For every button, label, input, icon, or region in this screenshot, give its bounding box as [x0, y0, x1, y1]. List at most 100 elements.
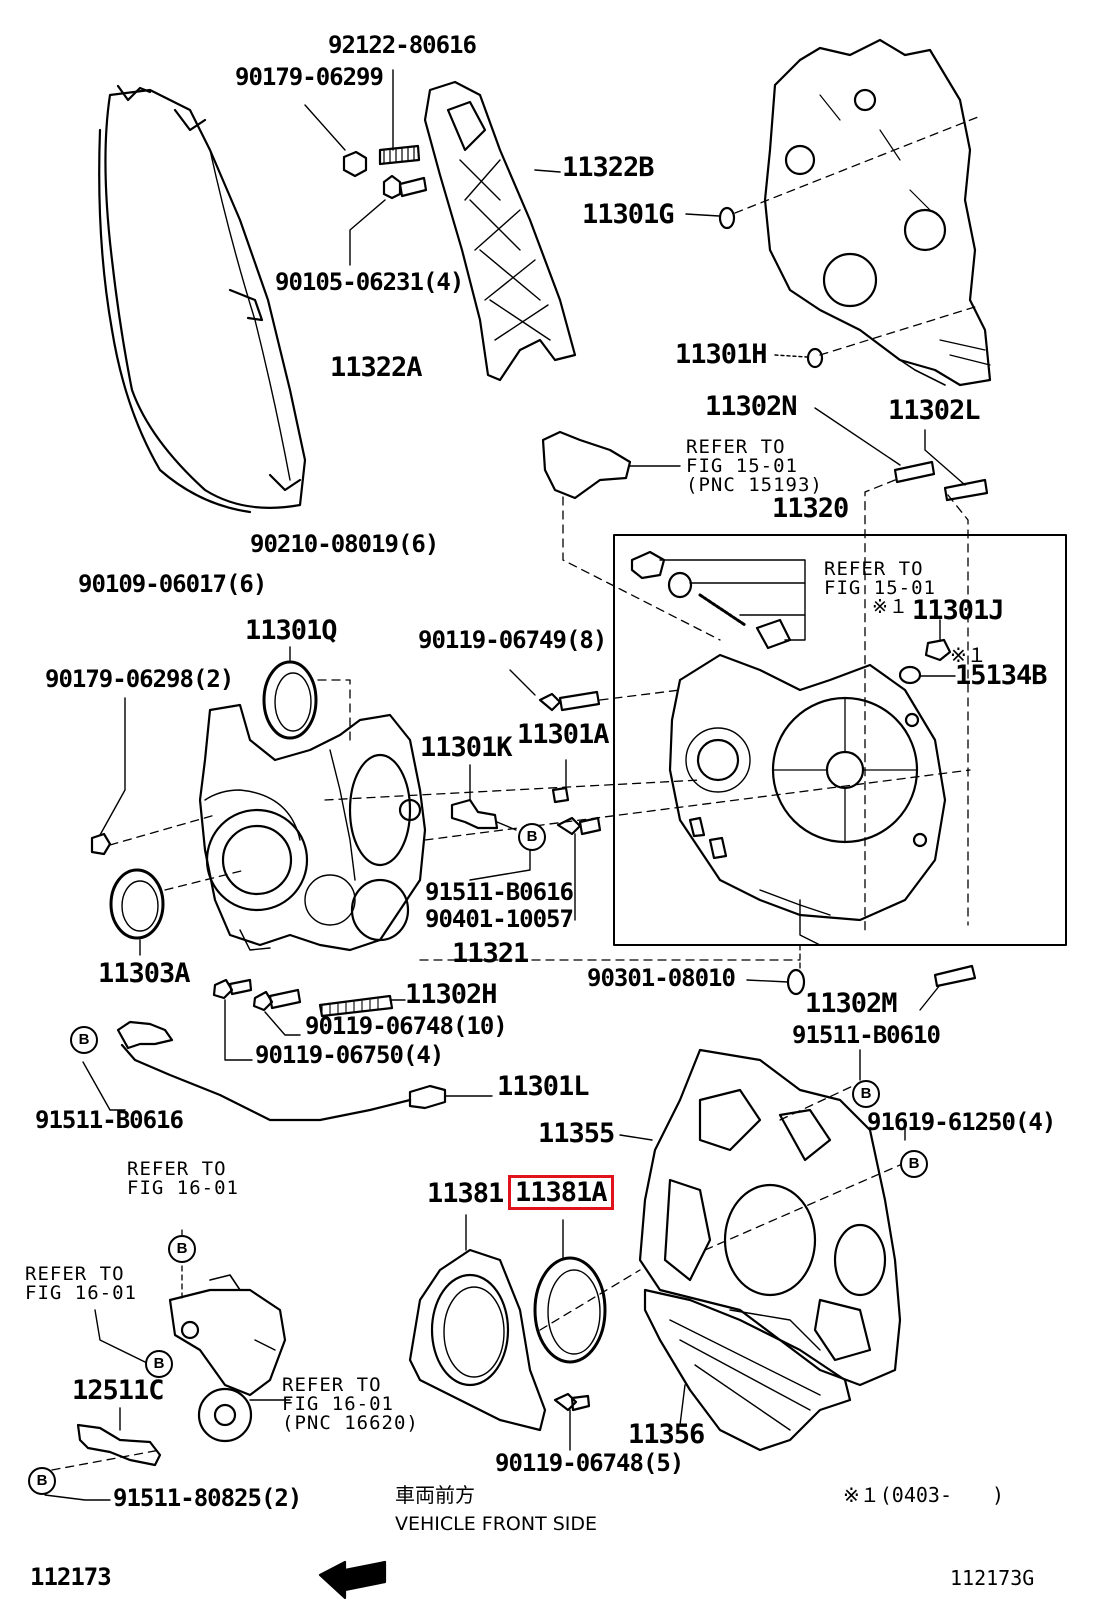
label-91511-b0616-sensor[interactable]: 91511-B0616: [35, 1106, 184, 1134]
nut-90179-06298: [90, 832, 112, 856]
refer-line: FIG 16-01: [25, 1282, 137, 1304]
hardware-top: [304, 69, 428, 266]
o-ring-11301g: [718, 206, 736, 230]
vehicle-front-jp: 車両前方: [395, 1483, 475, 1507]
engine-block: [734, 38, 992, 387]
bolt-90401-10057: [556, 816, 602, 836]
refer-fig-16-01-pnc-16620[interactable]: REFER TO FIG 16-01 (PNC 16620): [282, 1376, 419, 1433]
refer-fig-16-01-top[interactable]: REFER TO FIG 16-01: [127, 1160, 239, 1198]
label-11301l[interactable]: 11301L: [497, 1071, 590, 1102]
refer-line: REFER TO: [282, 1374, 382, 1396]
bolt-90119-06748-5: [553, 1392, 591, 1412]
label-90401-10057[interactable]: 90401-10057: [425, 905, 574, 933]
stud-11302h: [318, 994, 394, 1018]
refer-fig-15-01-pnc-15193[interactable]: REFER TO FIG 15-01 (PNC 15193): [686, 438, 823, 495]
refer-line: ※１: [872, 596, 909, 618]
bolt-90119-06750: [212, 978, 253, 1000]
gasket-ref-15193: [541, 430, 632, 500]
label-11301j[interactable]: 11301J: [912, 595, 1005, 626]
refer-fig-16-01-left[interactable]: REFER TO FIG 16-01: [25, 1265, 137, 1303]
label-11301g[interactable]: 11301G: [582, 199, 675, 230]
label-11301q[interactable]: 11301Q: [245, 615, 338, 646]
label-90301-08010[interactable]: 90301-08010: [587, 964, 736, 992]
refer-fig-15-01-relief[interactable]: REFER TO FIG 15-01 ※１: [824, 560, 936, 617]
stud-11302m: [933, 964, 977, 988]
figure-code-left: 112173: [30, 1563, 112, 1591]
marker-b: B: [852, 1080, 880, 1108]
stud-11302n: [893, 460, 936, 484]
label-11320[interactable]: 11320: [772, 493, 849, 524]
refer-line: REFER TO: [25, 1263, 125, 1285]
label-90210-08019[interactable]: 90210-08019(6): [250, 530, 439, 558]
bolt-90119-06748-10: [252, 988, 302, 1012]
refer-line: FIG 16-01: [282, 1393, 394, 1415]
label-90179-06299[interactable]: 90179-06299: [235, 63, 384, 91]
marker-b: B: [145, 1350, 173, 1378]
label-11301a[interactable]: 11301A: [517, 719, 610, 750]
label-90119-06748-5[interactable]: 90119-06748(5): [495, 1449, 684, 1477]
label-91511-b0616[interactable]: 91511-B0616: [425, 878, 574, 906]
marker-b: B: [518, 823, 546, 851]
front-arrow-icon: [318, 1560, 387, 1600]
label-11355[interactable]: 11355: [538, 1118, 615, 1149]
refer-line: REFER TO: [127, 1158, 227, 1180]
label-90119-06749[interactable]: 90119-06749(8): [418, 626, 607, 654]
label-90119-06748-10[interactable]: 90119-06748(10): [305, 1012, 508, 1040]
sensor-11301k: [450, 798, 499, 830]
label-11301h[interactable]: 11301H: [675, 339, 768, 370]
label-90179-06298[interactable]: 90179-06298(2): [45, 665, 234, 693]
timing-chain-cover: [198, 703, 427, 952]
label-11322a[interactable]: 11322A: [330, 352, 423, 383]
refer-line: FIG 15-01: [686, 455, 798, 477]
label-90119-06750[interactable]: 90119-06750(4): [255, 1041, 444, 1069]
label-11356[interactable]: 11356: [628, 1419, 705, 1450]
label-12511c[interactable]: 12511C: [72, 1375, 165, 1406]
refer-line: (PNC 16620): [282, 1412, 419, 1434]
label-11381[interactable]: 11381: [427, 1178, 504, 1209]
label-90105-06231[interactable]: 90105-06231(4): [275, 268, 464, 296]
label-11302n[interactable]: 11302N: [705, 391, 798, 422]
label-90109-06017[interactable]: 90109-06017(6): [78, 570, 267, 598]
bolt-90119-06749: [538, 690, 601, 712]
label-92122-80616[interactable]: 92122-80616: [328, 31, 477, 59]
label-11321[interactable]: 11321: [452, 938, 529, 969]
refer-line: REFER TO: [686, 436, 786, 458]
plate-11356: [643, 1288, 852, 1452]
label-11322b[interactable]: 11322B: [562, 152, 655, 183]
label-11303a[interactable]: 11303A: [98, 958, 191, 989]
refer-line: REFER TO: [824, 558, 924, 580]
figure-code-right: 112173G: [950, 1566, 1035, 1590]
label-15134b[interactable]: 15134B: [955, 660, 1048, 691]
timing-belt-cover-no1: [98, 84, 307, 514]
refer-line: (PNC 15193): [686, 474, 823, 496]
oil-seal-retainer-11381: [408, 1214, 547, 1432]
label-11302l[interactable]: 11302L: [888, 395, 981, 426]
plug-11301j: [924, 638, 952, 662]
label-91619-61250[interactable]: 91619-61250(4): [867, 1108, 1056, 1136]
oil-seal-11303a: [109, 868, 165, 940]
label-11301k[interactable]: 11301K: [420, 732, 513, 763]
timing-cover-no2: [423, 80, 577, 382]
marker-b: B: [900, 1150, 928, 1178]
label-11302h[interactable]: 11302H: [405, 979, 498, 1010]
marker-b: B: [28, 1467, 56, 1495]
marker-b: B: [70, 1026, 98, 1054]
label-91511-80825[interactable]: 91511-80825(2): [113, 1484, 302, 1512]
bracket-12511c: [76, 1407, 162, 1467]
crank-sensor-11301l: [82, 1020, 493, 1122]
oil-pump-housing: [668, 653, 947, 946]
footnote-marker-15134b: ※１: [950, 643, 987, 667]
o-ring-90301-08010: [786, 968, 806, 996]
gasket-15134b: [898, 665, 922, 685]
refer-line: FIG 16-01: [127, 1177, 239, 1199]
o-ring-11301h: [806, 347, 824, 369]
label-91511-b0610[interactable]: 91511-B0610: [792, 1021, 941, 1049]
pin-11301a: [551, 786, 570, 804]
oil-seal-11381a: [533, 1219, 607, 1364]
vehicle-front-side: VEHICLE FRONT SIDE: [395, 1513, 598, 1535]
label-11302m[interactable]: 11302M: [805, 988, 898, 1019]
label-11381a-highlighted[interactable]: 11381A: [508, 1175, 614, 1210]
oil-seal-11301q: [262, 660, 318, 740]
